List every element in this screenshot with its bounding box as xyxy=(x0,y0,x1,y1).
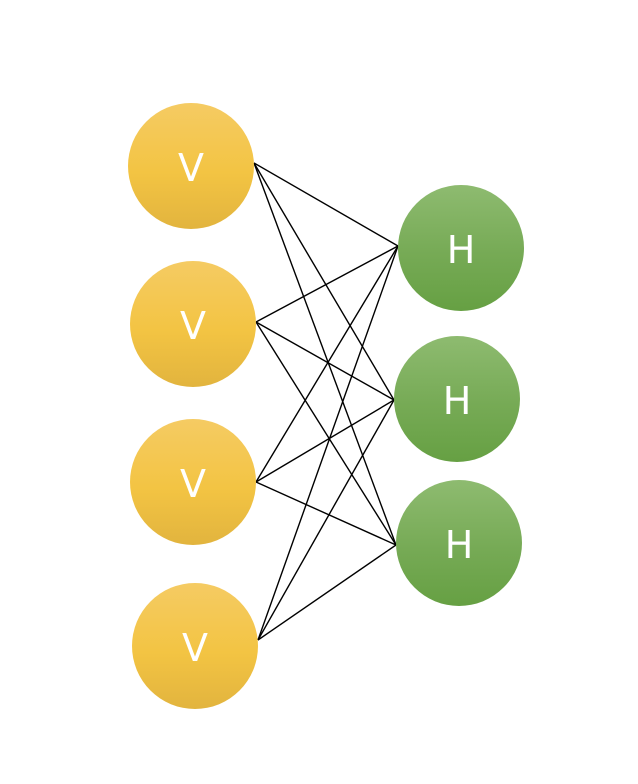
visible-node-circle xyxy=(132,583,258,709)
edge-v2-h1 xyxy=(255,245,399,323)
visible-node-circle xyxy=(128,103,254,229)
edge-v4-h2 xyxy=(257,399,395,641)
hidden-node-circle xyxy=(396,480,522,606)
visible-node-circle xyxy=(130,419,256,545)
visible-node-label: V xyxy=(182,626,208,670)
hidden-node: H xyxy=(396,480,522,606)
connections xyxy=(253,162,399,641)
edge-v4-h1 xyxy=(257,245,399,641)
hidden-node-label: H xyxy=(445,523,474,567)
hidden-node: H xyxy=(394,336,520,462)
visible-node-circle xyxy=(130,261,256,387)
hidden-node: H xyxy=(398,185,524,311)
visible-node-label: V xyxy=(180,462,206,506)
edge-v1-h3 xyxy=(253,162,397,546)
hidden-node-label: H xyxy=(447,228,476,272)
edge-v4-h3 xyxy=(257,544,397,641)
hidden-node-circle xyxy=(398,185,524,311)
edge-v3-h2 xyxy=(255,399,395,483)
visible-node: V xyxy=(130,419,256,545)
edge-v2-h2 xyxy=(255,321,395,401)
visible-node: V xyxy=(128,103,254,229)
visible-node-label: V xyxy=(180,304,206,348)
edge-v1-h1 xyxy=(253,162,399,247)
visible-node: V xyxy=(132,583,258,709)
edge-v2-h3 xyxy=(255,321,397,546)
edge-v3-h3 xyxy=(255,481,397,546)
hidden-node-label: H xyxy=(443,379,472,423)
visible-node-label: V xyxy=(178,146,204,190)
hidden-node-circle xyxy=(394,336,520,462)
edge-v1-h2 xyxy=(253,162,395,401)
visible-node: V xyxy=(130,261,256,387)
edge-v3-h1 xyxy=(255,245,399,483)
